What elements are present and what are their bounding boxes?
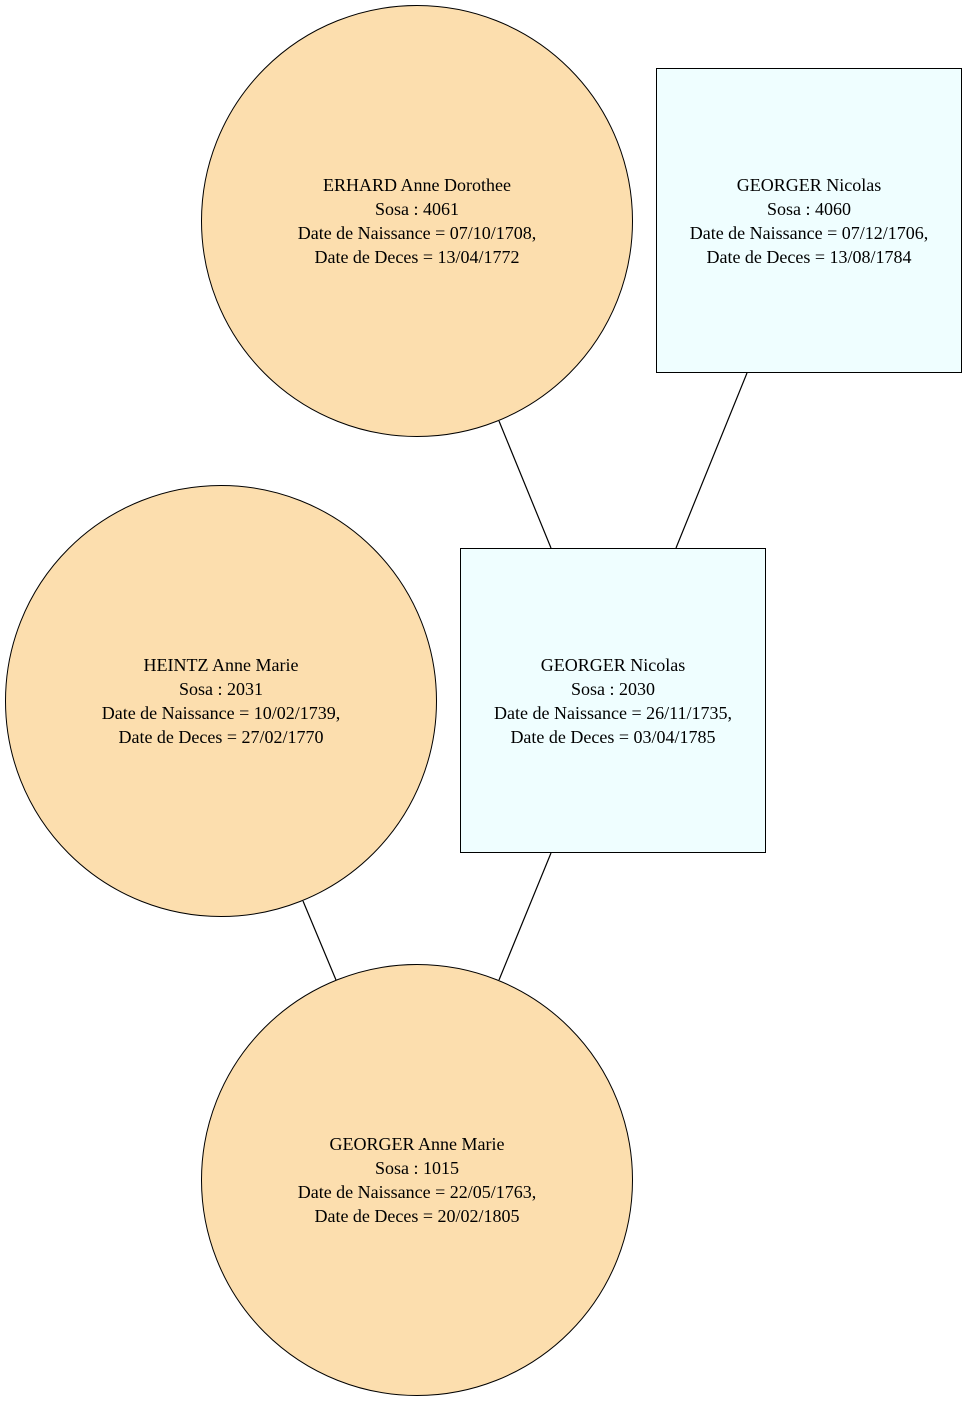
- person-death-date: Date de Deces = 03/04/1785: [510, 726, 716, 747]
- person-label: ERHARD Anne Dorothee Sosa : 4061 Date de…: [298, 173, 537, 269]
- edge-4060-to-2030: [675, 372, 748, 549]
- person-sosa: Sosa : 1015: [374, 1158, 459, 1178]
- person-name: GEORGER Nicolas: [736, 174, 882, 195]
- person-node-1015[interactable]: GEORGER Anne Marie Sosa : 1015 Date de N…: [201, 964, 633, 1396]
- person-name: HEINTZ Anne Marie: [143, 655, 299, 675]
- person-label: GEORGER Nicolas Sosa : 4060 Date de Nais…: [690, 173, 929, 269]
- edge-4061-to-2030: [498, 420, 552, 549]
- person-birth-date: Date de Naissance = 07/12/1706,: [689, 222, 929, 243]
- person-birth-date: Date de Naissance = 26/11/1735,: [494, 702, 732, 723]
- person-node-2031[interactable]: HEINTZ Anne Marie Sosa : 2031 Date de Na…: [5, 485, 437, 917]
- person-death-date: Date de Deces = 13/04/1772: [314, 247, 520, 267]
- person-birth-date: Date de Naissance = 22/05/1763,: [297, 1182, 537, 1202]
- person-death-date: Date de Deces = 13/08/1784: [706, 246, 912, 267]
- edge-2031-to-1015: [302, 900, 337, 981]
- person-sosa: Sosa : 2031: [178, 679, 263, 699]
- person-birth-date: Date de Naissance = 10/02/1739,: [101, 703, 341, 723]
- person-name: GEORGER Anne Marie: [329, 1134, 505, 1154]
- person-node-2030[interactable]: GEORGER Nicolas Sosa : 2030 Date de Nais…: [460, 548, 766, 853]
- person-sosa: Sosa : 2030: [570, 678, 655, 699]
- person-sosa: Sosa : 4060: [766, 198, 851, 219]
- person-death-date: Date de Deces = 27/02/1770: [118, 727, 324, 747]
- edge-2030-to-1015: [498, 852, 552, 981]
- person-birth-date: Date de Naissance = 07/10/1708,: [297, 223, 537, 243]
- person-label: GEORGER Nicolas Sosa : 2030 Date de Nais…: [494, 653, 732, 749]
- person-label: GEORGER Anne Marie Sosa : 1015 Date de N…: [298, 1132, 537, 1228]
- person-node-4060[interactable]: GEORGER Nicolas Sosa : 4060 Date de Nais…: [656, 68, 962, 373]
- person-sosa: Sosa : 4061: [374, 199, 459, 219]
- person-name: ERHARD Anne Dorothee: [323, 175, 511, 195]
- person-name: GEORGER Nicolas: [540, 654, 686, 675]
- person-label: HEINTZ Anne Marie Sosa : 2031 Date de Na…: [102, 653, 341, 749]
- person-death-date: Date de Deces = 20/02/1805: [314, 1206, 520, 1226]
- person-node-4061[interactable]: ERHARD Anne Dorothee Sosa : 4061 Date de…: [201, 5, 633, 437]
